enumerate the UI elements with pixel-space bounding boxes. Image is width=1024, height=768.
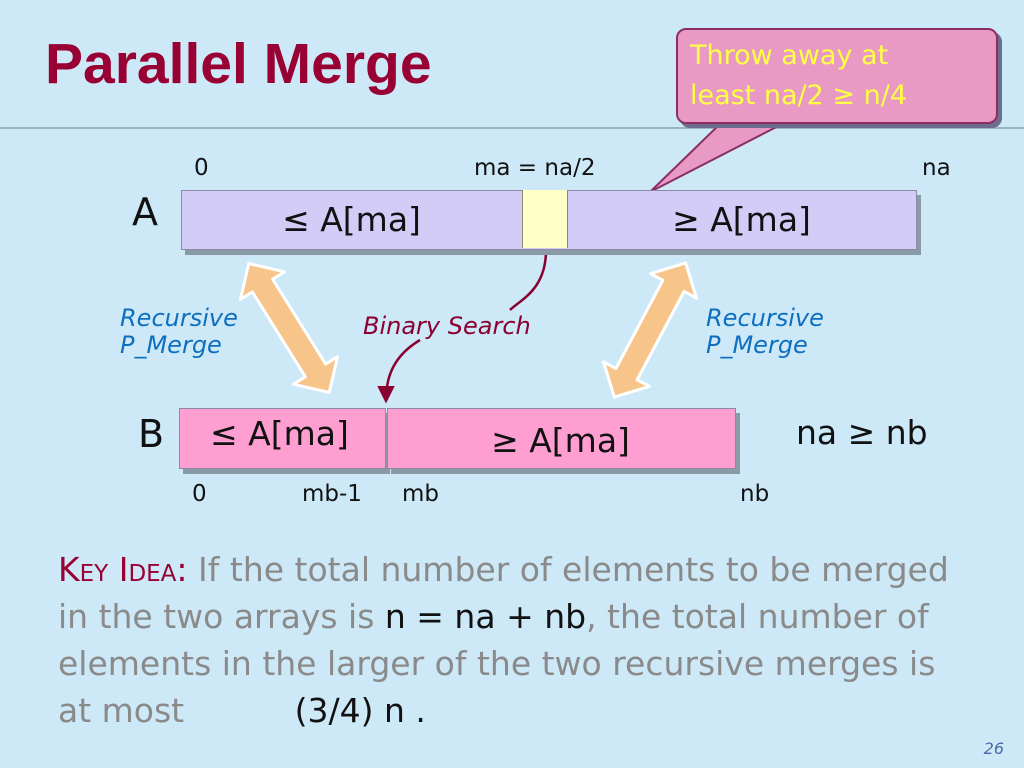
array-a-pivot-cell bbox=[522, 190, 568, 248]
page-number: 26 bbox=[983, 739, 1004, 758]
callout-line-1: Throw away at bbox=[690, 40, 889, 71]
array-a-label: A bbox=[132, 190, 158, 234]
recursive-left-line-2: P_Merge bbox=[120, 331, 222, 359]
array-b-label: B bbox=[138, 412, 165, 456]
array-b-right-bar bbox=[387, 408, 736, 469]
array-b-index-end: nb bbox=[740, 481, 770, 507]
callout-text: Throw away at least na/2 ≥ n/4 bbox=[690, 36, 990, 116]
key-idea-text-3: . bbox=[404, 691, 426, 730]
slide-title: Parallel Merge bbox=[45, 32, 432, 96]
array-b-left-cell: ≤ A[ma] bbox=[210, 414, 349, 453]
binary-search-arrow-up bbox=[509, 249, 548, 311]
array-b-index-mb-minus-1: mb-1 bbox=[302, 481, 362, 507]
binary-search-arrow-down bbox=[377, 338, 421, 404]
array-a-left-cell: ≤ A[ma] bbox=[282, 199, 421, 239]
key-idea-keyword: Key Idea: bbox=[58, 550, 188, 589]
recursive-left-line-1: Recursive bbox=[120, 304, 238, 332]
key-idea-formula-2: (3/4) n bbox=[294, 691, 405, 730]
recursive-merge-left-label: Recursive P_Merge bbox=[120, 305, 238, 359]
array-a-index-start: 0 bbox=[194, 155, 209, 181]
recursive-merge-right-label: Recursive P_Merge bbox=[706, 305, 824, 359]
key-idea-text-2: , the total number of elements in the la… bbox=[58, 597, 936, 730]
binary-search-label: Binary Search bbox=[363, 312, 531, 340]
title-divider bbox=[0, 127, 1024, 129]
size-relation-label: na ≥ nb bbox=[796, 413, 928, 452]
callout-pointer bbox=[649, 121, 787, 193]
array-b-right-cell: ≥ A[ma] bbox=[491, 421, 630, 460]
recursive-merge-right-arrow bbox=[602, 261, 698, 399]
recursive-merge-left-arrow bbox=[238, 262, 340, 394]
key-idea-paragraph: Key Idea: If the total number of element… bbox=[58, 546, 978, 734]
array-b-index-start: 0 bbox=[192, 481, 207, 507]
array-b-left-bar bbox=[179, 408, 386, 469]
array-a-right-cell: ≥ A[ma] bbox=[672, 199, 811, 239]
array-a-index-mid: ma = na/2 bbox=[474, 155, 596, 181]
recursive-right-line-1: Recursive bbox=[706, 304, 824, 332]
recursive-right-line-2: P_Merge bbox=[706, 331, 808, 359]
array-a-index-end: na bbox=[922, 155, 951, 181]
callout-line-2: least na/2 ≥ n/4 bbox=[690, 80, 908, 111]
key-idea-formula-1: n = na + nb bbox=[384, 597, 587, 636]
callout-box bbox=[676, 28, 998, 124]
key-idea-text-1: If the total number of elements to be me… bbox=[58, 550, 949, 636]
array-b-index-mb: mb bbox=[402, 481, 440, 507]
